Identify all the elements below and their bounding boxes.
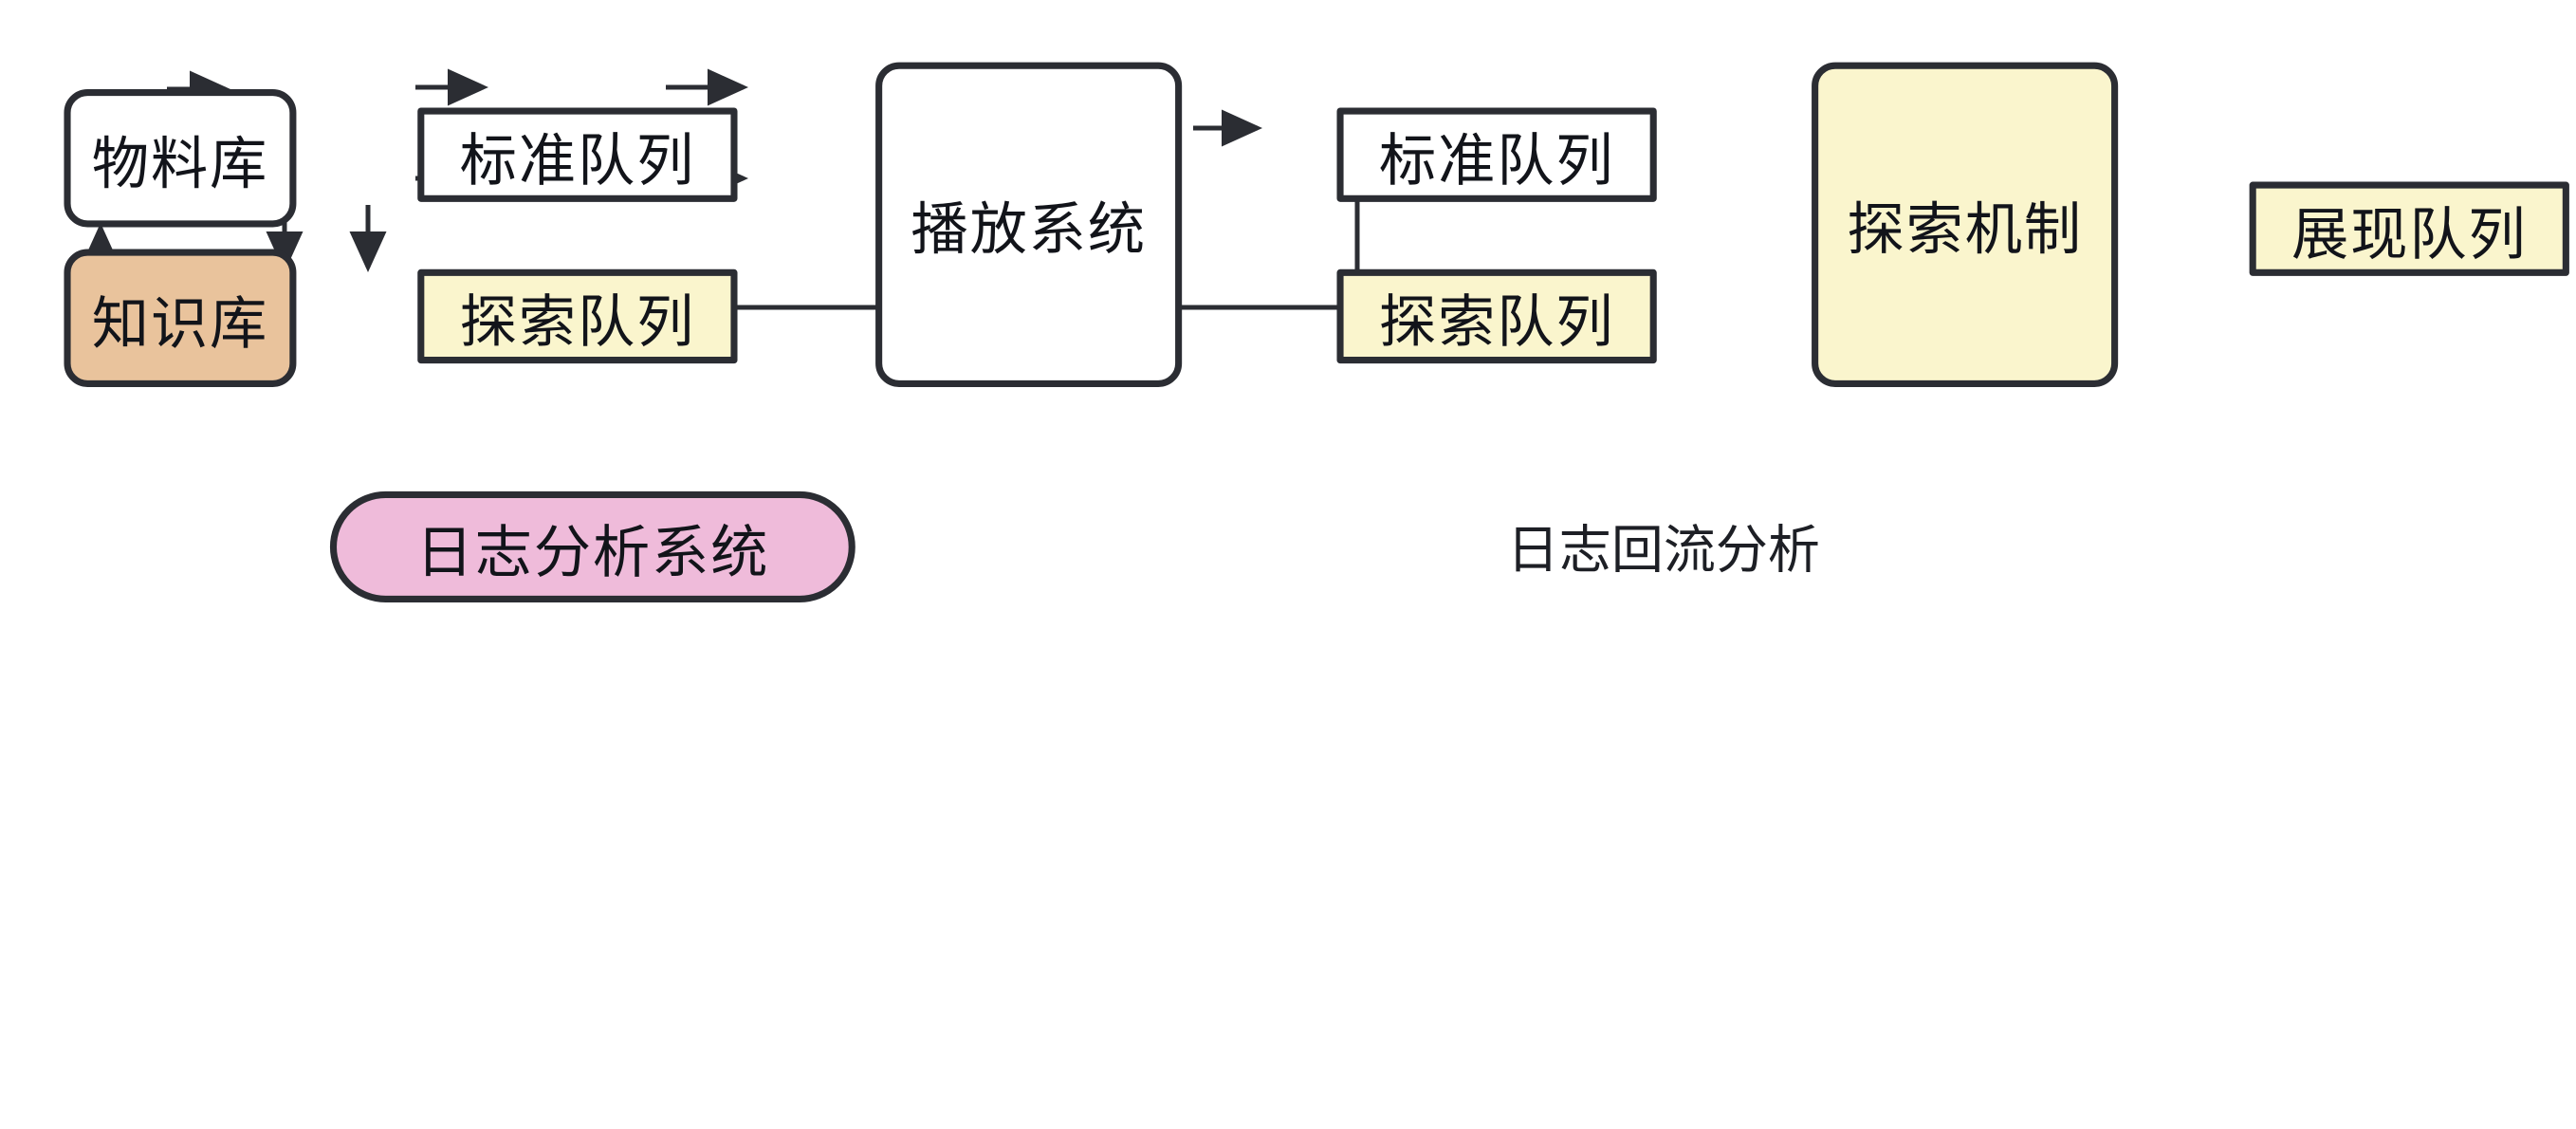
node-exp-mechanism-label: 探索机制	[1847, 198, 2083, 263]
node-std-queue-2-label: 标准队列	[1378, 128, 1615, 194]
node-log-analysis[interactable]: 日志分析系统	[329, 490, 856, 602]
node-std-queue-1-label: 标准队列	[459, 128, 696, 194]
node-show-queue[interactable]: 展现队列	[2249, 181, 2569, 276]
node-knowledge-label: 知识库	[91, 291, 269, 357]
node-exp-queue-1[interactable]: 探索队列	[417, 268, 738, 364]
node-play-system-label: 播放系统	[911, 198, 1147, 263]
node-material-label: 物料库	[91, 132, 269, 196]
node-log-analysis-label: 日志分析系统	[415, 520, 770, 585]
node-std-queue-2[interactable]: 标准队列	[1336, 107, 1657, 202]
node-show-queue-label: 展现队列	[2291, 202, 2528, 268]
edge-label-log-backflow: 日志回流分析	[1490, 507, 1837, 583]
node-exp-queue-2-label: 探索队列	[1378, 289, 1615, 355]
node-material[interactable]: 物料库	[64, 89, 297, 228]
node-exp-queue-1-label: 探索队列	[459, 289, 696, 355]
diagram-canvas: 物料库 知识库 标准队列 探索队列 播放系统 标准队列 探索队列 探索机制 展现…	[64, 62, 2569, 602]
node-exp-mechanism[interactable]: 探索机制	[1812, 62, 2119, 387]
node-std-queue-1[interactable]: 标准队列	[417, 107, 738, 202]
node-knowledge[interactable]: 知识库	[64, 249, 297, 387]
node-exp-queue-2[interactable]: 探索队列	[1336, 268, 1657, 364]
node-play-system[interactable]: 播放系统	[875, 62, 1183, 387]
